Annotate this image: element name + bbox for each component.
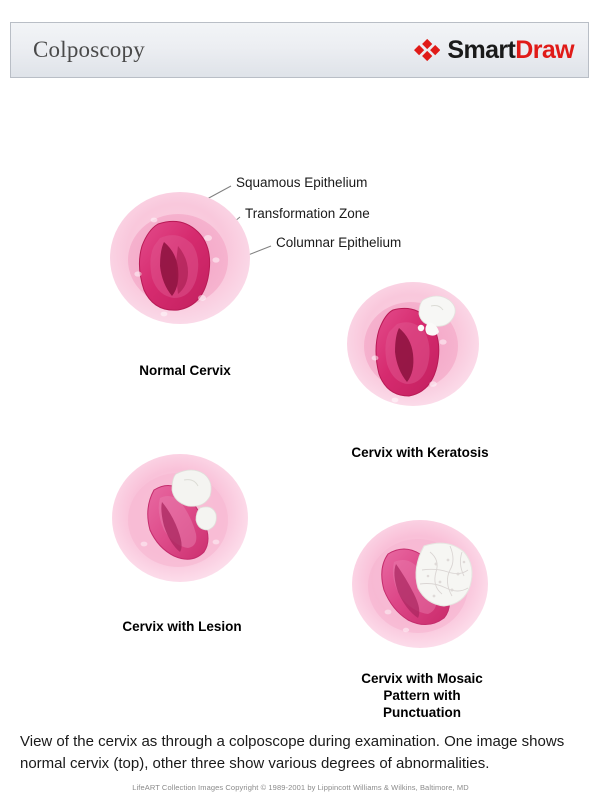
cervix-illustration-mosaic xyxy=(340,512,504,662)
figure-normal-cervix xyxy=(98,186,268,341)
caption-mosaic-line-1: Cervix with Mosaic xyxy=(361,671,483,686)
cervix-illustration-lesion xyxy=(100,446,264,598)
figure-cervix-with-mosaic xyxy=(340,512,504,662)
brand-name-draw: Draw xyxy=(515,35,574,64)
lesion-patch-upper xyxy=(171,469,212,507)
cervix-illustration-normal xyxy=(98,186,268,341)
brand-name-smart: Smart xyxy=(447,35,516,64)
smartdraw-logo: SmartDraw xyxy=(414,36,575,65)
mosaic-patch xyxy=(415,542,473,607)
caption-cervix-with-keratosis: Cervix with Keratosis xyxy=(351,445,489,460)
lesion-patch-lower xyxy=(195,506,217,531)
caption-cervix-with-lesion: Cervix with Lesion xyxy=(122,619,242,634)
figure-cervix-with-keratosis xyxy=(337,276,495,422)
caption-mosaic-line-3: Punctuation xyxy=(383,705,461,720)
caption-mosaic-line-2: Pattern with xyxy=(383,688,461,703)
caption-normal-cervix: Normal Cervix xyxy=(139,363,231,378)
figure-description: View of the cervix as through a colposco… xyxy=(20,733,565,772)
smartdraw-diamond-icon xyxy=(414,37,441,63)
smartdraw-wordmark: SmartDraw xyxy=(447,36,574,65)
page-title: Colposcopy xyxy=(33,37,145,62)
callout-columnar-epithelium: Columnar Epithelium xyxy=(276,235,402,250)
caption-cervix-with-mosaic: Cervix with Mosaic Pattern with Punctuat… xyxy=(292,670,552,721)
cervix-illustration-keratosis xyxy=(337,276,495,422)
page-header: Colposcopy SmartDraw xyxy=(10,22,589,78)
callout-transformation-zone: Transformation Zone xyxy=(245,206,370,221)
keratotic-patch xyxy=(417,295,456,336)
callout-squamous-epithelium: Squamous Epithelium xyxy=(236,175,368,190)
copyright-notice: LifeART Collection Images Copyright © 19… xyxy=(132,783,469,792)
figure-cervix-with-lesion xyxy=(100,446,264,598)
